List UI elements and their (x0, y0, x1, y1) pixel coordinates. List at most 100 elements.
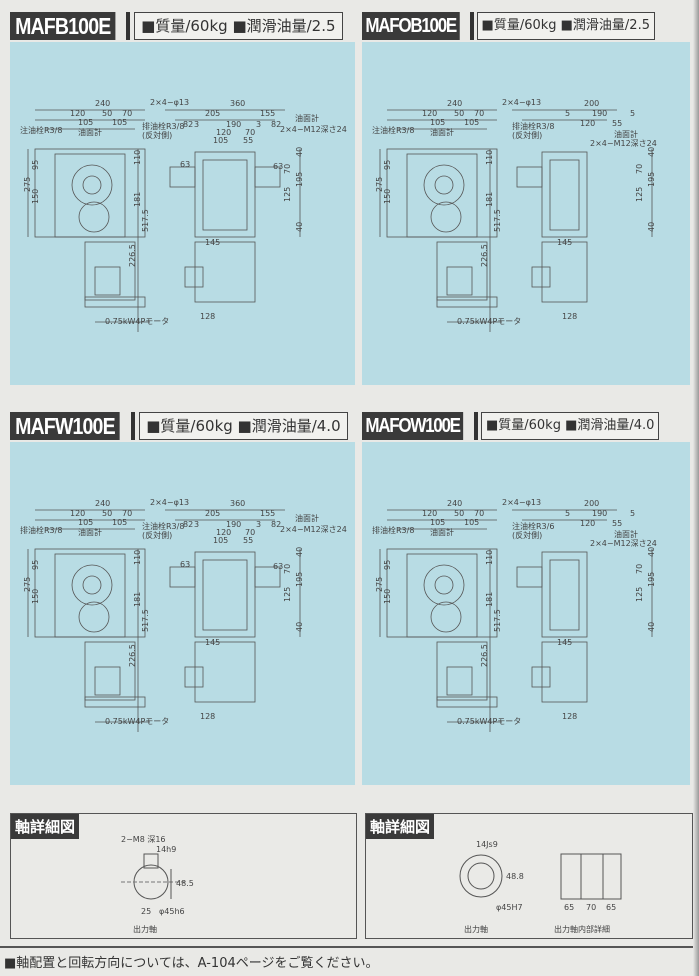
spec-box: ■質量/60kg ■潤滑油量/4.0 (480, 412, 660, 440)
dimension-label: 2×4−M12深さ24 (590, 539, 657, 548)
dimension-label: 55 (612, 519, 622, 528)
dimension-label: 517.5 (141, 609, 150, 632)
dimension-label: 275 (23, 177, 32, 192)
dimension-label: 40 (295, 622, 304, 632)
dimension-label: 181 (485, 192, 494, 207)
dimension-label: 2×4−φ13 (150, 498, 189, 507)
dimension-label: 82 (183, 120, 193, 129)
dimension-label: 155 (260, 509, 275, 518)
dimension-label: 105 (430, 118, 445, 127)
dimension-label: 128 (200, 712, 215, 721)
shaft-detail-title: 軸詳細図 (11, 814, 80, 839)
dimension-label: 95 (383, 160, 392, 170)
dimension-label: 2×4−M12深さ24 (590, 139, 657, 148)
dimension-label: 3 (194, 120, 199, 129)
divider (131, 412, 136, 440)
dimension-label: 150 (383, 589, 392, 604)
dimension-label: 50 (454, 509, 464, 518)
dimension-label: 120 (216, 128, 231, 137)
tap-label: 2−M8 深16 (121, 835, 166, 844)
dimension-label: 120 (422, 509, 437, 518)
dimension-label: 0.75kW4Pモータ (105, 717, 169, 726)
dimension-label: 0.75kW4Pモータ (457, 317, 521, 326)
dimension-label: 145 (557, 638, 572, 647)
offset-label: 25 (141, 907, 151, 916)
shaft-drawing: 2−M8 深16 14h9 48.5 25 φ45h6 出力軸 (121, 835, 194, 934)
shaft-drawing: 14Js9 48.8 φ45H7 出力軸 65 70 65 出力軸内部詳細 (459, 840, 622, 934)
dimension-label: 油面計 (614, 529, 638, 539)
height-label: 48.8 (506, 872, 524, 881)
dia-label: φ45H7 (496, 903, 523, 912)
dimension-label: 55 (243, 536, 253, 545)
caption: 出力軸 (133, 924, 157, 934)
dimension-label: 40 (295, 547, 304, 557)
dimension-label: 40 (647, 622, 656, 632)
dimension-label: 125 (283, 187, 292, 202)
dimension-label: 注油栓R3/8 (20, 125, 62, 135)
dimension-label: 油面計 (78, 527, 102, 537)
dimension-label: 5 (565, 109, 570, 118)
dimension-label: 70 (635, 164, 644, 174)
dimension-label: 5 (630, 509, 635, 518)
dim-1: 65 (564, 903, 574, 912)
dimension-label: (反対側) (512, 530, 542, 540)
dimension-label: 70 (122, 109, 132, 118)
dimension-label: 105 (112, 518, 127, 527)
dimension-label: 排油栓R3/8 (20, 525, 62, 535)
caption: 出力軸 (464, 924, 488, 934)
dimension-label: (反対側) (512, 130, 542, 140)
dimension-label: 0.75kW4Pモータ (457, 717, 521, 726)
dimension-label: 63 (273, 162, 283, 171)
dimension-label: 195 (295, 172, 304, 187)
dimension-label: 240 (447, 499, 462, 508)
dimension-label: 240 (447, 99, 462, 108)
dimension-label: 150 (383, 189, 392, 204)
dimension-label: 205 (205, 509, 220, 518)
dimension-label: 2×4−φ13 (502, 498, 541, 507)
dimension-label: 120 (422, 109, 437, 118)
dimension-label: 190 (226, 520, 241, 529)
dimension-label: 40 (647, 222, 656, 232)
dimension-label: 517.5 (493, 609, 502, 632)
shaft-detail-left: 軸詳細図 2−M8 深16 14h9 48.5 25 φ45h6 出力軸 (10, 813, 357, 939)
dimension-label: 70 (245, 128, 255, 137)
dimension-label: 226.5 (128, 644, 137, 667)
footer-note: ■軸配置と回転方向については、A-104ページをご覧ください。 (4, 956, 379, 971)
dimension-label: 2×4−M12深さ24 (280, 525, 347, 534)
page-edge-shadow (693, 0, 699, 976)
dimension-label: 50 (102, 509, 112, 518)
caption-2: 出力軸内部詳細 (554, 924, 610, 934)
dimension-label: 128 (562, 712, 577, 721)
dimension-label: 油面計 (295, 113, 319, 123)
dimension-label: 181 (133, 192, 142, 207)
dimension-label: 105 (78, 118, 93, 127)
dimension-label: 3 (256, 520, 261, 529)
dimension-label: 145 (205, 638, 220, 647)
dimension-label: 40 (295, 147, 304, 157)
dim-3: 65 (606, 903, 616, 912)
dimension-label: 70 (635, 564, 644, 574)
dimension-label: 82 (271, 520, 281, 529)
dimension-label: 105 (464, 118, 479, 127)
dimension-label: 3 (256, 120, 261, 129)
dimension-label: 120 (70, 109, 85, 118)
dimension-label: 145 (557, 238, 572, 247)
dimension-label: 105 (464, 518, 479, 527)
dimension-label: 125 (283, 587, 292, 602)
dimension-label: 155 (260, 109, 275, 118)
dimension-label: 125 (635, 587, 644, 602)
dimension-label: 105 (430, 518, 445, 527)
dimension-label: 油面計 (430, 527, 454, 537)
dimension-label: 排油栓R3/8 (372, 525, 414, 535)
dimension-label: 275 (375, 177, 384, 192)
dimension-label: 195 (295, 572, 304, 587)
dimension-label: 70 (474, 109, 484, 118)
dimension-label: 226.5 (128, 244, 137, 267)
dimension-label: 0.75kW4Pモータ (105, 317, 169, 326)
height-label: 48.5 (176, 879, 194, 888)
